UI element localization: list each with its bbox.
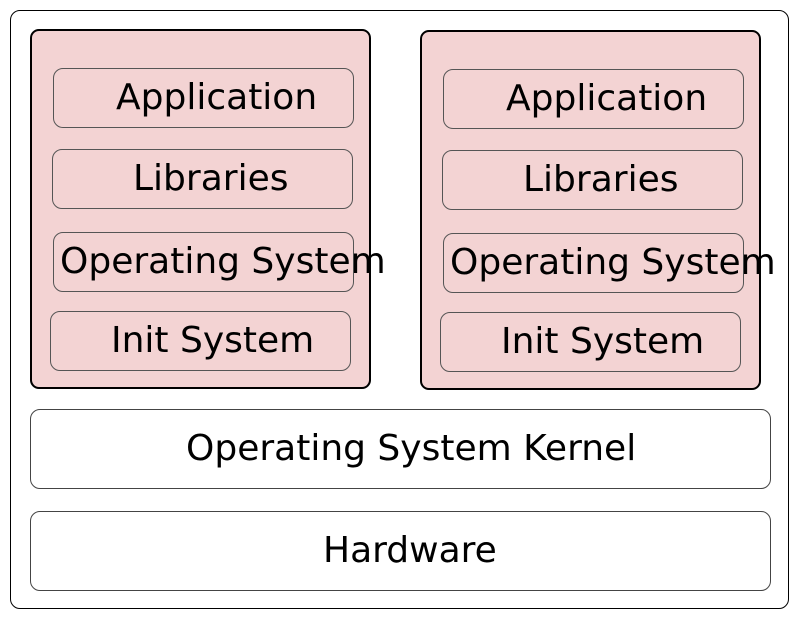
container-1-libraries-layer: Libraries xyxy=(52,149,353,209)
layer-label: Application xyxy=(116,77,318,118)
layer-label: Application xyxy=(506,78,708,119)
hardware-label: Hardware xyxy=(323,530,497,571)
layer-label: Libraries xyxy=(133,158,289,199)
container-1-application-layer: Application xyxy=(53,68,354,128)
layer-label: Operating System xyxy=(450,242,776,283)
container-2-operating-system-layer: Operating System xyxy=(443,233,776,293)
container-1-operating-system-layer: Operating System xyxy=(53,232,386,292)
container-2-application-layer: Application xyxy=(443,69,744,129)
layer-label: Init System xyxy=(501,321,705,362)
layer-label: Operating System xyxy=(60,241,386,282)
kernel-label: Operating System Kernel xyxy=(186,428,637,469)
hardware-block: Hardware xyxy=(30,511,771,591)
layer-label: Libraries xyxy=(523,159,679,200)
container-2-init-system-layer: Init System xyxy=(440,312,741,372)
kernel-block: Operating System Kernel xyxy=(30,409,771,489)
layer-label: Init System xyxy=(111,320,315,361)
container-2-libraries-layer: Libraries xyxy=(442,150,743,210)
container-1-init-system-layer: Init System xyxy=(50,311,351,371)
